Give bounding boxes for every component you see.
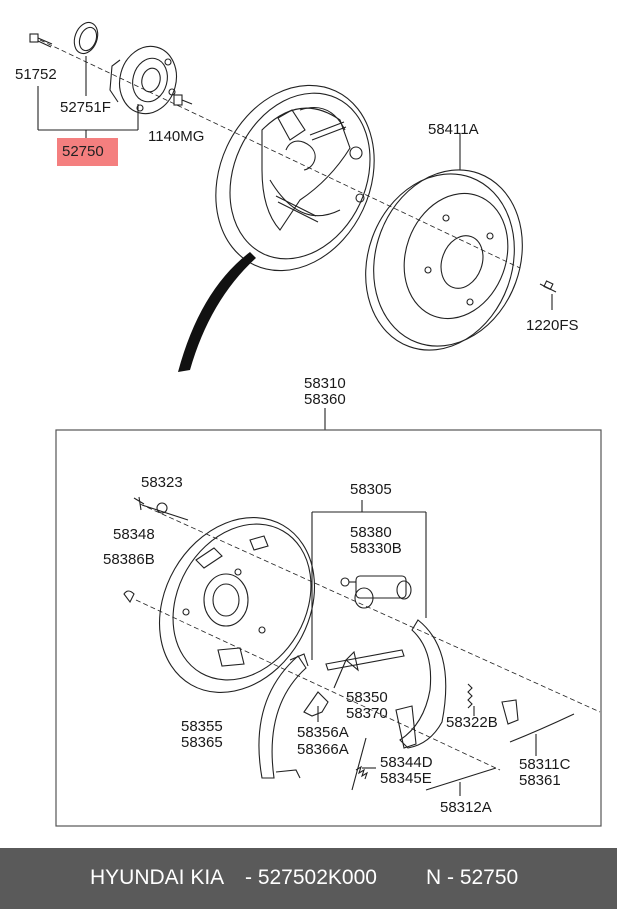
label-58356A: 58356A bbox=[297, 724, 349, 741]
footer-bar: HYUNDAI KIA - 527502K000 N - 52750 bbox=[0, 848, 617, 909]
label-52751F: 52751F bbox=[60, 99, 111, 116]
label-58355: 58355 bbox=[181, 718, 223, 735]
bolt-1140MG-drawing bbox=[173, 94, 193, 106]
lever-drawing bbox=[303, 691, 329, 717]
kit-frame bbox=[55, 429, 602, 827]
spring-58312A bbox=[425, 767, 497, 791]
label-58360: 58360 bbox=[304, 391, 346, 408]
label-58380: 58380 bbox=[350, 524, 392, 541]
label-1140MG: 1140MG bbox=[148, 128, 205, 145]
brake-drum-drawing bbox=[365, 169, 523, 351]
label-58361: 58361 bbox=[519, 772, 561, 789]
label-52750: 52750 bbox=[62, 143, 104, 160]
label-58350: 58350 bbox=[346, 689, 388, 706]
backing-plate-drawing bbox=[158, 517, 316, 693]
label-58312A: 58312A bbox=[440, 799, 492, 816]
label-58386B: 58386B bbox=[103, 551, 155, 568]
footer-brand: HYUNDAI KIA bbox=[90, 866, 225, 889]
hub-bearing-drawing bbox=[109, 45, 177, 115]
label-58344D: 58344D bbox=[380, 754, 433, 771]
adjuster-drawing bbox=[325, 649, 405, 672]
clip-58322B bbox=[501, 699, 519, 725]
label-58322B: 58322B bbox=[446, 714, 498, 731]
label-51752: 51752 bbox=[15, 66, 57, 83]
label-58365: 58365 bbox=[181, 734, 223, 751]
label-58345E: 58345E bbox=[380, 770, 432, 787]
highlight-52750: 52750 bbox=[57, 138, 118, 166]
label-58310: 58310 bbox=[304, 375, 346, 392]
brake-assembly-drawing bbox=[215, 84, 375, 272]
bolt-51752-drawing bbox=[29, 33, 53, 48]
pointer-arrow bbox=[178, 252, 256, 372]
brake-shoe-left-drawing bbox=[258, 653, 309, 779]
label-58366A: 58366A bbox=[297, 741, 349, 758]
label-58370: 58370 bbox=[346, 705, 388, 722]
brake-shoe-right-drawing bbox=[395, 619, 447, 749]
bolt-1220FS-drawing bbox=[539, 280, 557, 310]
label-1220FS: 1220FS bbox=[526, 317, 579, 334]
label-58411A: 58411A bbox=[428, 121, 479, 138]
parts-diagram bbox=[29, 21, 602, 827]
footer-n-label: N - 52750 bbox=[426, 866, 519, 889]
label-58311C: 58311C bbox=[519, 756, 571, 773]
label-58348: 58348 bbox=[113, 526, 155, 543]
footer-part-number: - 527502K000 bbox=[245, 866, 377, 889]
wheel-cylinder-drawing bbox=[340, 575, 412, 609]
spring-58311C bbox=[509, 713, 575, 743]
spring-58344D bbox=[355, 765, 368, 780]
spring-58322B bbox=[467, 683, 473, 709]
cap-52751F-drawing bbox=[73, 21, 99, 55]
label-58305: 58305 bbox=[350, 481, 392, 498]
label-58323: 58323 bbox=[141, 474, 183, 491]
label-58330B: 58330B bbox=[350, 540, 402, 557]
